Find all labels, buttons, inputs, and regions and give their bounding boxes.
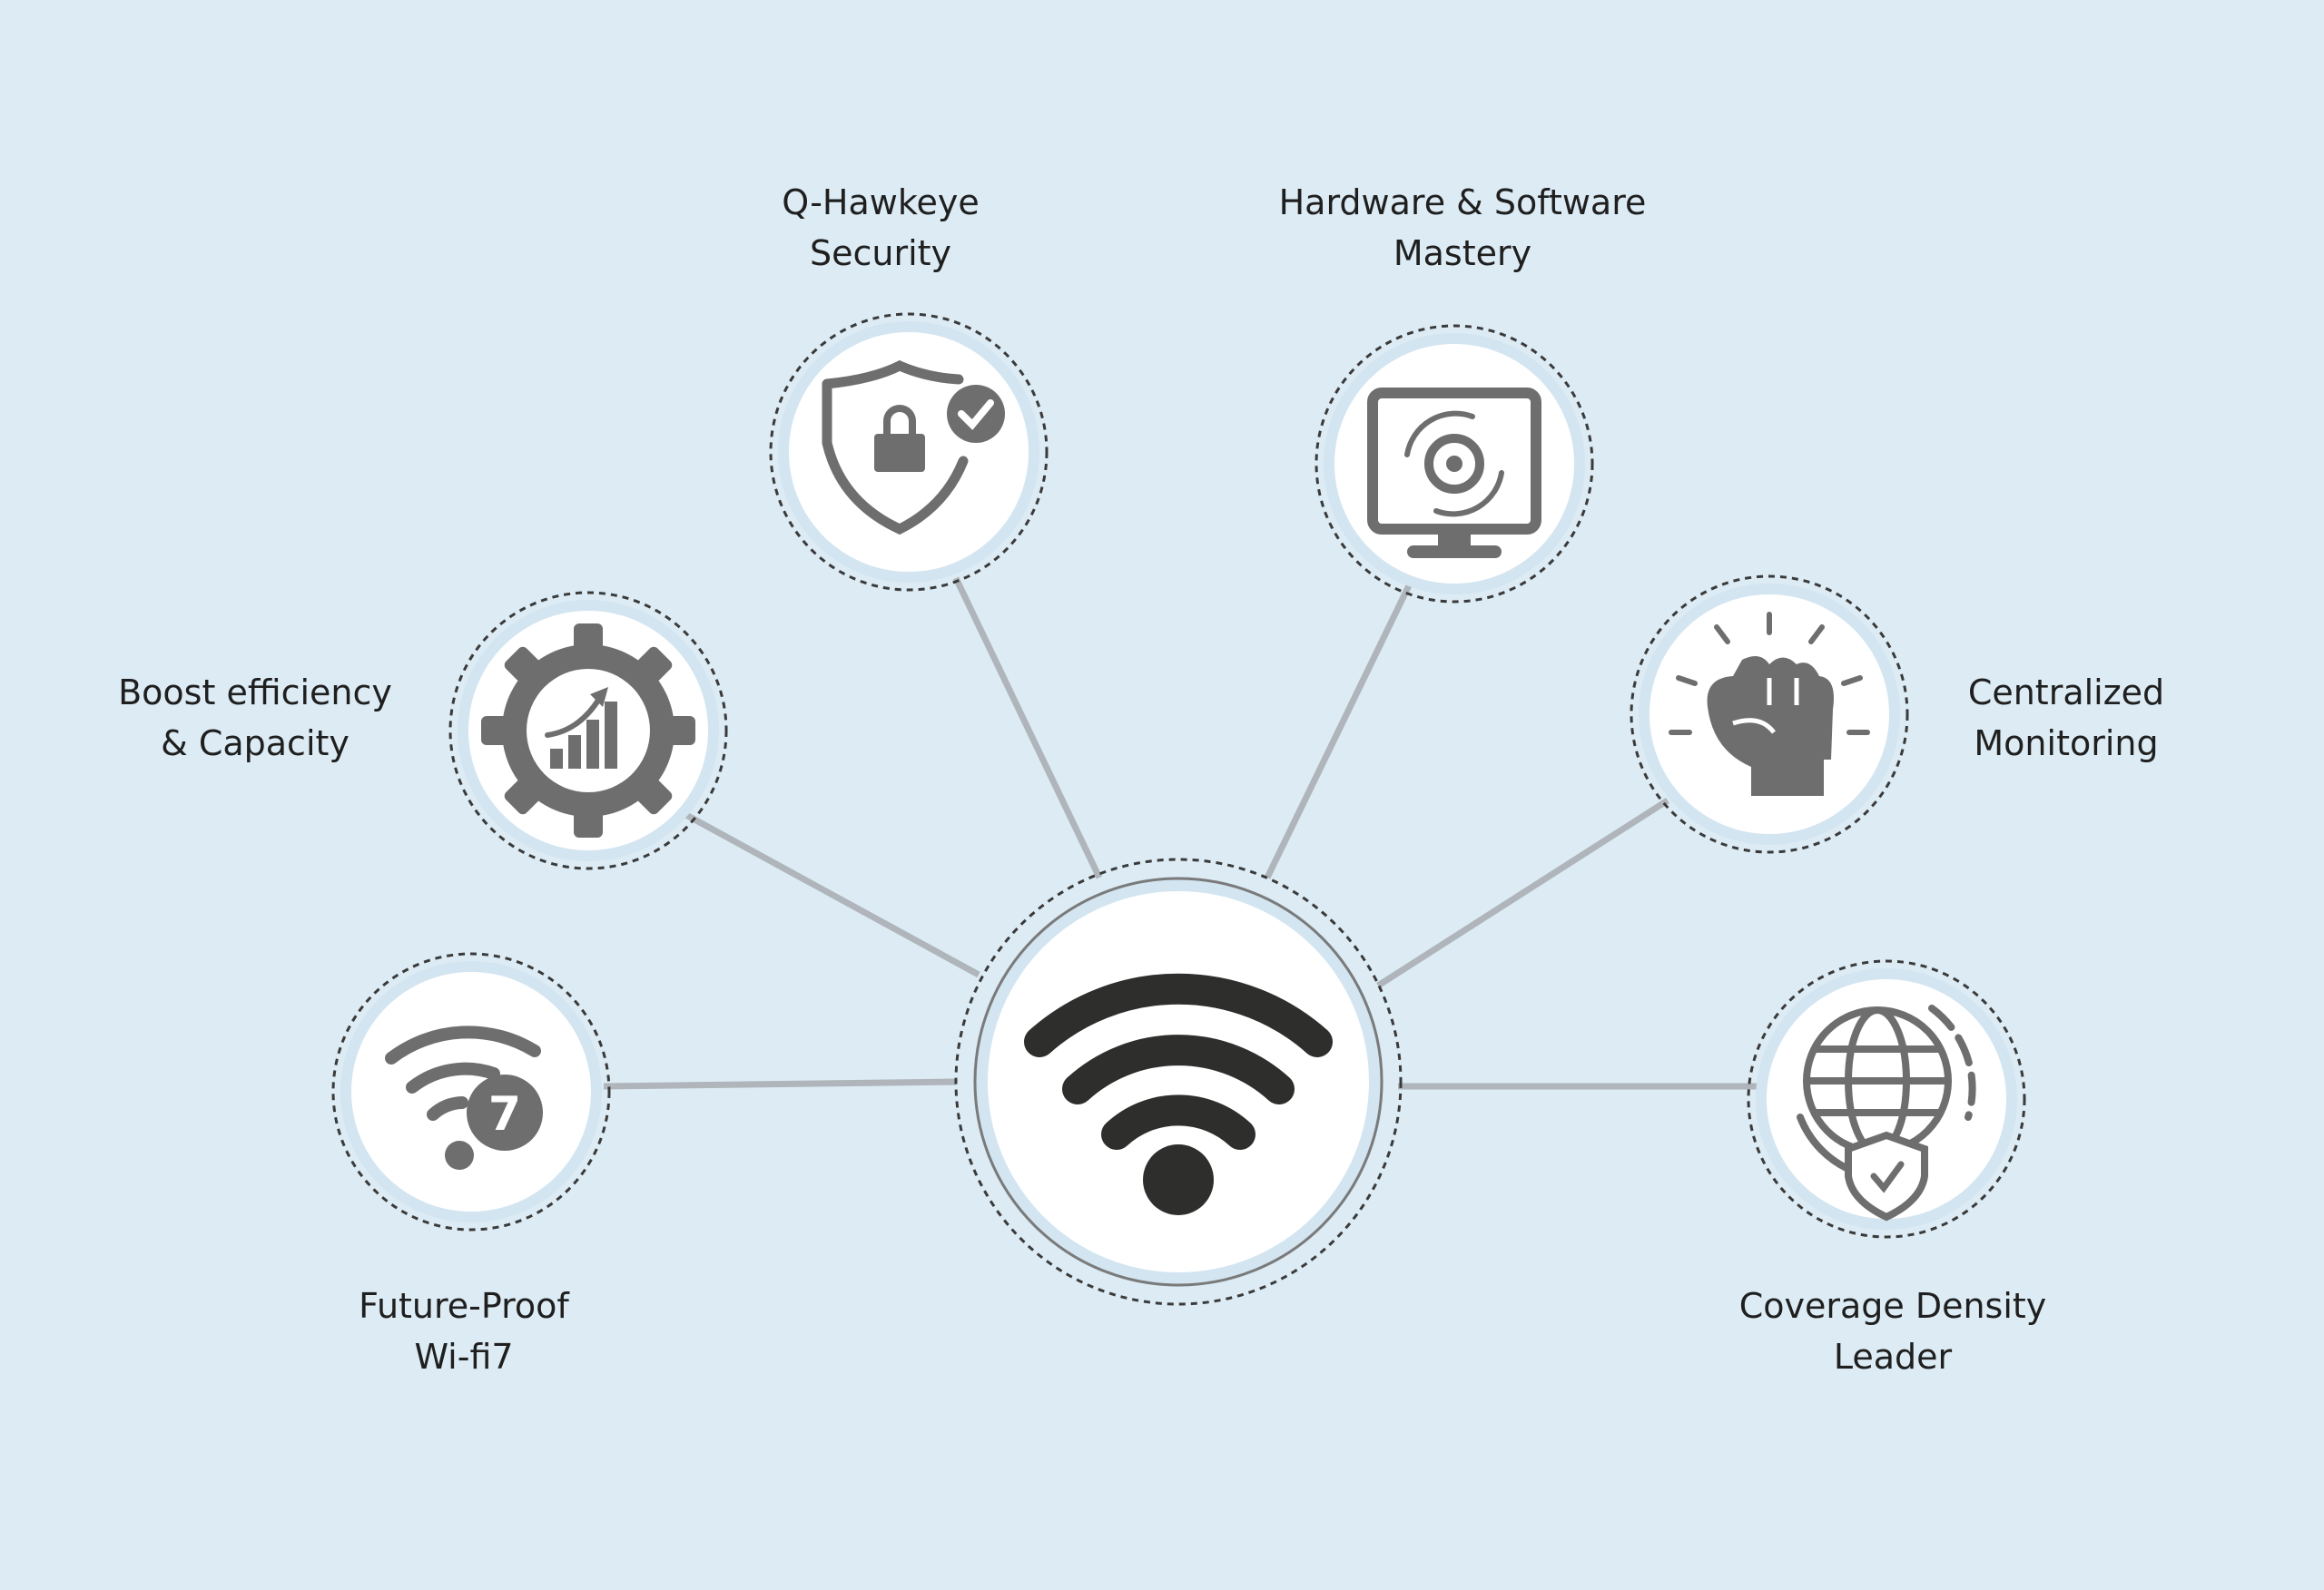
label-wifi7-2: Wi-fi7 [414, 1337, 513, 1377]
label-hardware-2: Mastery [1393, 233, 1531, 273]
connectors [603, 576, 1757, 1090]
center-hub [954, 858, 1403, 1306]
label-monitoring-2: Monitoring [1974, 723, 2158, 763]
connector-hardware [1264, 576, 1416, 879]
label-hardware-1: Hardware & Software [1279, 182, 1647, 222]
label-coverage-1: Coverage Density [1739, 1286, 2047, 1326]
label-monitoring-1: Centralized [1968, 672, 2164, 712]
connector-wifi7 [603, 1078, 957, 1090]
label-boost-2: & Capacity [161, 723, 350, 763]
raised-fist-icon [1669, 612, 1870, 796]
label-q-hawkeye-1: Q-Hawkeye [782, 182, 980, 222]
node-hardware-software [1315, 324, 1594, 604]
node-wifi7: 7 [331, 952, 611, 1232]
label-wifi7-1: Future-Proof [359, 1286, 570, 1326]
gear-growth-chart-icon [481, 623, 695, 838]
wifi-7-icon: 7 [385, 1026, 543, 1170]
node-boost [448, 591, 728, 870]
globe-shield-icon [1797, 1005, 1976, 1222]
wifi-icon [1024, 973, 1333, 1215]
connector-q-hawkeye [952, 576, 1103, 879]
wifi-7-badge: 7 [488, 1087, 521, 1142]
monitor-gear-icon [1367, 388, 1541, 558]
label-boost-1: Boost efficiency [118, 672, 392, 712]
label-q-hawkeye-2: Security [810, 233, 951, 273]
node-q-hawkeye [769, 312, 1049, 592]
connector-monitoring [1376, 798, 1669, 988]
connector-boost [684, 811, 980, 978]
node-coverage [1747, 959, 2026, 1239]
label-coverage-2: Leader [1834, 1337, 1953, 1377]
shield-lock-check-icon [822, 359, 1005, 535]
node-monitoring [1630, 574, 1909, 854]
